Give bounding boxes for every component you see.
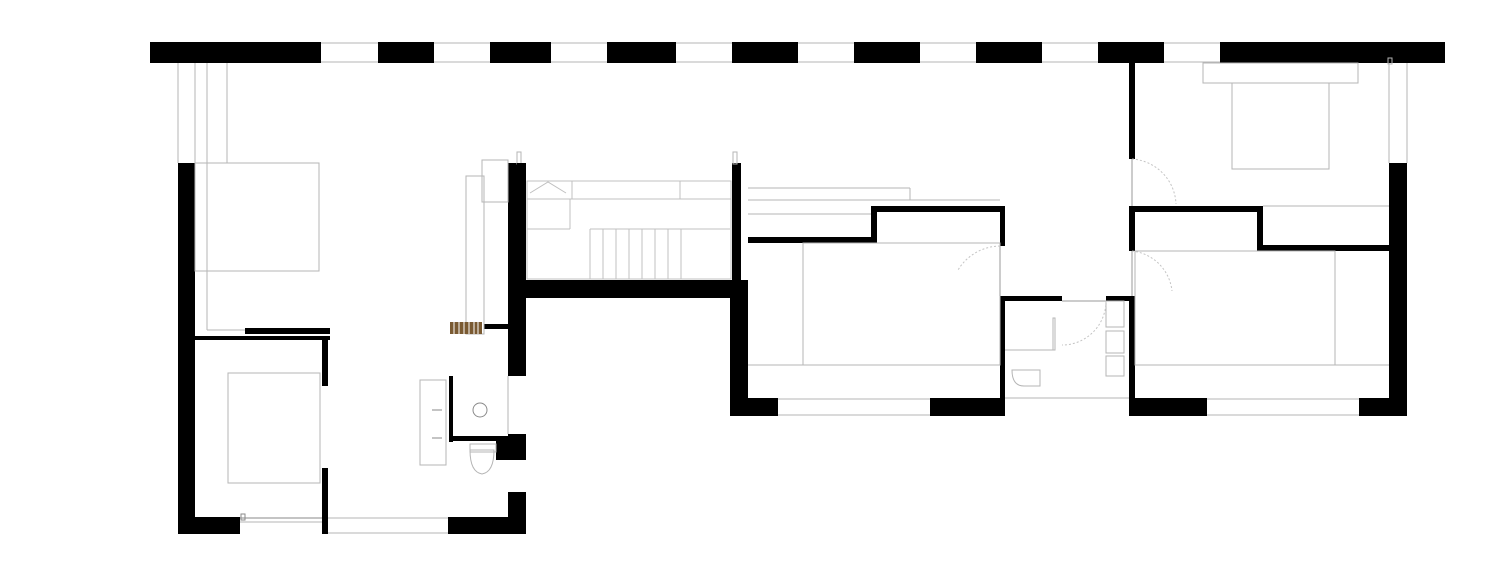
left-bottom-window xyxy=(240,513,448,534)
middle-bedroom-fixtures xyxy=(748,187,1001,416)
middle-block-walls xyxy=(730,206,1130,416)
top-facade-wall xyxy=(150,42,1445,63)
staircase xyxy=(526,151,738,280)
bathroom-left-fixtures xyxy=(419,376,509,475)
left-facade-reveals xyxy=(177,63,245,331)
right-block-walls xyxy=(1129,63,1407,416)
left-stair-landing xyxy=(450,151,522,335)
bed-left-top xyxy=(194,162,320,272)
left-block-walls xyxy=(178,163,526,534)
bed-left-bottom xyxy=(227,372,321,484)
wc-middle-fixtures xyxy=(1005,300,1130,399)
stair-block-walls xyxy=(508,163,748,416)
right-block-fixtures xyxy=(1131,57,1408,416)
